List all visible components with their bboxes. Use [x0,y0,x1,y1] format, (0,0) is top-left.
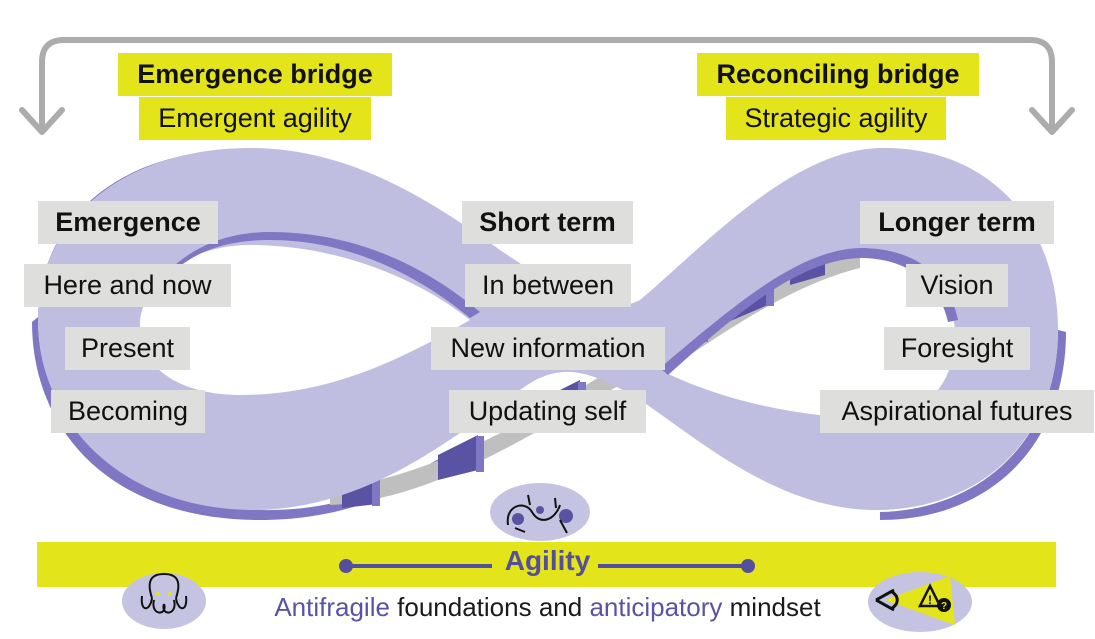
reconciling-bridge-title: Reconciling bridge [697,53,979,96]
emergence-bridge-title: Emergence bridge [118,53,392,96]
footer-anticipatory: anticipatory [589,592,723,622]
list-item: Aspirational futures [820,390,1094,433]
reconciling-bridge-subtitle: Strategic agility [726,97,946,140]
footer-caption: Antifragile foundations and anticipatory… [0,592,1095,623]
branching-paths-icon [490,483,590,541]
footer-antifragile: Antifragile [274,592,390,622]
emergence-bridge-subtitle: Emergent agility [139,97,371,140]
list-item: Foresight [884,327,1030,370]
list-item: New information [431,327,665,370]
column-heading-short-term: Short term [462,201,633,244]
column-heading-emergence: Emergence [38,201,218,244]
column-heading-longer-term: Longer term [860,201,1054,244]
feedback-arrow [39,37,1055,133]
arrowhead-right-icon [1029,107,1075,135]
footer-end: mindset [722,592,821,622]
list-item: Present [65,327,190,370]
agility-label: Agility [504,545,591,576]
list-item: Vision [906,264,1008,307]
list-item: Updating self [449,390,646,433]
list-item: Here and now [24,264,231,307]
footer-mid: foundations and [389,592,590,622]
list-item: Becoming [51,390,205,433]
arrowhead-left-icon [19,107,65,135]
list-item: In between [465,264,631,307]
